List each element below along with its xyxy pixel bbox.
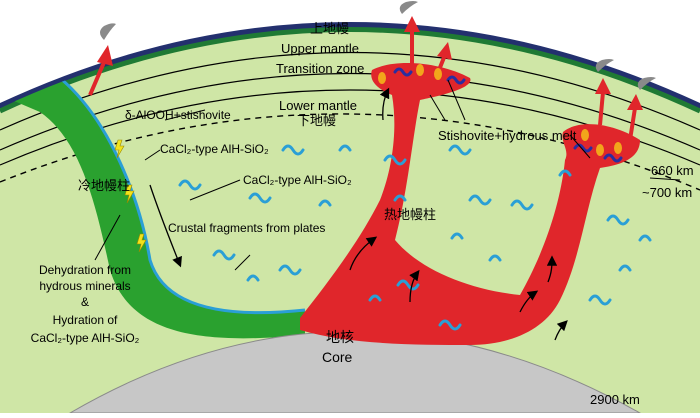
plume-fragments <box>393 67 623 163</box>
volcano-right-1 <box>595 59 614 126</box>
squiggle-icon <box>438 319 462 331</box>
subducting-slab <box>0 78 305 339</box>
label-cacl2-slab: CaCl₂-type AlH-SiO₂ <box>160 142 269 156</box>
label-hot-plume-cn: 热地幔柱 <box>384 208 436 223</box>
label-core-cn: 地核 <box>326 330 354 346</box>
squiggle-icon <box>448 144 472 156</box>
label-transition-zone: Transition zone <box>276 61 364 76</box>
label-stishovite-melt: Stishovite+hydrous melt <box>438 128 577 143</box>
label-cold-plume-cn: 冷地幔柱 <box>78 179 130 194</box>
crustal-fragments <box>178 144 652 331</box>
squiggle-icon <box>618 264 632 272</box>
squiggle-icon <box>212 249 236 261</box>
arrow-icon <box>404 16 420 32</box>
arrow-icon <box>149 184 182 268</box>
label-depth-700: ~700 km <box>642 185 692 200</box>
label-depth-2900: 2900 km <box>590 392 640 407</box>
arrow-icon <box>554 320 568 341</box>
arrow-icon <box>349 236 378 271</box>
arrow-icon <box>379 87 390 121</box>
squiggle-icon <box>606 214 630 226</box>
dehydration-line-1: Dehydration from <box>39 263 131 277</box>
dehydration-line-3: & <box>81 295 89 309</box>
label-alooh: δ-AlOOH+stishovite <box>125 108 231 122</box>
squiggle-icon <box>383 154 407 166</box>
squiggle-icon <box>558 169 572 177</box>
smoke-icon <box>595 59 614 72</box>
label-lower-mantle: Lower mantle <box>279 98 357 113</box>
squiggle-icon <box>396 279 420 291</box>
label-core: Core <box>322 349 353 365</box>
leader-lines <box>94 79 681 271</box>
dehydration-line-4: Hydration of <box>53 313 118 327</box>
squiggle-icon <box>510 199 534 211</box>
melt-droplets <box>378 64 622 156</box>
squiggle-icon <box>488 254 502 262</box>
arrow-icon <box>546 255 558 283</box>
hot-mantle-plume <box>300 63 640 345</box>
lightning-icon <box>136 233 147 253</box>
squiggle-icon <box>246 274 260 282</box>
smoke-icon <box>100 23 116 40</box>
arrow-icon <box>437 42 452 60</box>
label-depth-660: 660 km <box>651 163 694 178</box>
smoke-icon <box>399 1 418 14</box>
dehydration-line-2: hydrous minerals <box>39 279 130 293</box>
squiggle-icon <box>281 144 305 156</box>
label-upper-mantle-cn: 上地幔 <box>310 22 349 37</box>
dehydration-line-5: CaCl₂-type AlH-SiO₂ <box>31 331 140 345</box>
squiggle-icon <box>178 179 202 191</box>
squiggle-icon <box>248 192 272 204</box>
arrow-icon <box>627 94 643 110</box>
arrow-icon <box>409 269 420 303</box>
volcano-center <box>399 1 420 70</box>
squiggle-icon <box>393 194 407 202</box>
slab-upper-edge <box>59 76 306 315</box>
arrow-icon <box>97 45 113 66</box>
smoke-icon <box>637 77 656 90</box>
squiggle-icon <box>468 194 492 206</box>
squiggle-icon <box>318 199 332 207</box>
squiggle-icon <box>338 144 352 152</box>
squiggle-icon <box>368 294 382 302</box>
lightning-icon <box>114 139 125 159</box>
squiggle-icon <box>450 232 464 240</box>
squiggle-icon <box>588 294 612 306</box>
squiggle-icon <box>638 234 652 242</box>
lightning-icon <box>124 184 135 204</box>
label-upper-mantle: Upper mantle <box>281 41 359 56</box>
flow-arrows <box>149 87 568 341</box>
label-crustal-fragments: Crustal fragments from plates <box>168 221 325 235</box>
label-lower-mantle-cn: 下地幔 <box>297 114 336 129</box>
volcano-left <box>88 23 116 96</box>
arrow-icon <box>519 290 539 313</box>
squiggle-icon <box>278 264 302 276</box>
volcano-right-2 <box>627 77 656 141</box>
dehydration-markers <box>114 139 147 253</box>
arrow-icon <box>595 78 611 94</box>
label-cacl2-mid: CaCl₂-type AlH-SiO₂ <box>243 173 352 187</box>
dehydration-note: Dehydration from hydrous minerals & Hydr… <box>31 263 140 345</box>
